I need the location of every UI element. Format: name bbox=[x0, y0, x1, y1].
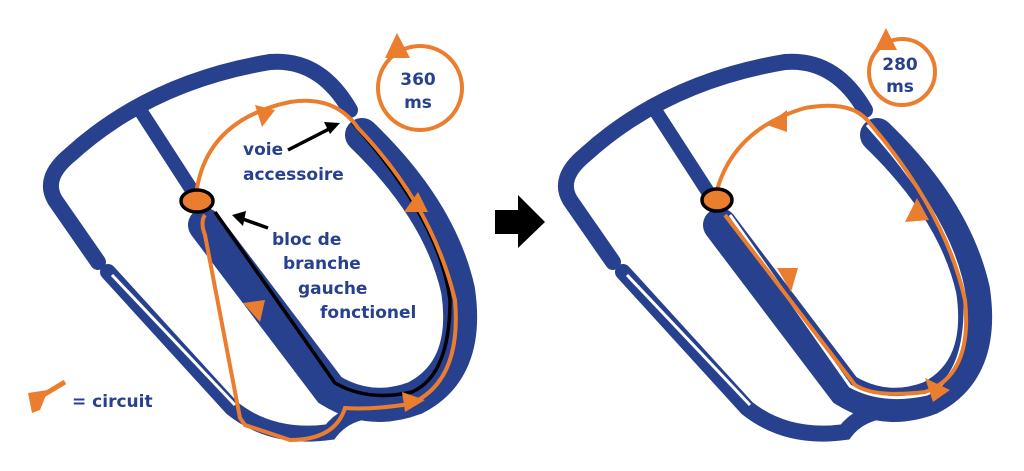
label-accessoire: accessoire bbox=[243, 165, 344, 185]
cycle-arrow-icon bbox=[875, 28, 897, 50]
cycle-circle bbox=[867, 37, 937, 107]
circuit-path bbox=[194, 98, 458, 443]
circuit-arrow bbox=[243, 300, 265, 322]
cycle-value: 280 bbox=[882, 55, 918, 75]
cycle-value: 360 bbox=[400, 70, 436, 90]
legend: = circuit bbox=[28, 379, 153, 413]
circuit-arrow bbox=[925, 378, 950, 402]
circuit-arrow bbox=[402, 392, 425, 412]
pointer-arrow-icon bbox=[287, 125, 334, 152]
circuit-arrow bbox=[905, 198, 929, 222]
circuit-arrow bbox=[777, 268, 798, 292]
right-arrow-icon bbox=[495, 195, 545, 248]
label-branche: branche bbox=[283, 254, 361, 274]
purkinje-right bbox=[110, 273, 237, 407]
cycle-arrow-icon bbox=[385, 33, 410, 58]
circuit-arrow bbox=[255, 105, 275, 127]
label-voie: voie bbox=[243, 140, 283, 160]
orange-arrowhead-icon bbox=[28, 390, 48, 413]
pointer-arrowhead-icon bbox=[324, 122, 340, 134]
circuit-arrow bbox=[404, 192, 428, 212]
cycle-unit: ms bbox=[404, 93, 432, 113]
cycle-unit: ms bbox=[886, 77, 914, 97]
circuit-path bbox=[713, 103, 969, 396]
label-fonctionel: fonctionel bbox=[320, 303, 416, 323]
label-gauche: gauche bbox=[298, 279, 367, 299]
legend-label: = circuit bbox=[72, 392, 153, 412]
av-node bbox=[700, 187, 734, 213]
circuit-arrow bbox=[767, 110, 787, 132]
pointer-arrowhead-icon bbox=[232, 211, 246, 226]
left-heart: 360 ms voie accessoire bloc de branche g… bbox=[51, 33, 462, 440]
right-heart: 280 ms bbox=[566, 28, 975, 434]
cycle-circle bbox=[376, 44, 464, 132]
label-bloc-de: bloc de bbox=[272, 230, 341, 250]
av-node bbox=[179, 188, 215, 214]
pointer-arrow-icon bbox=[239, 216, 269, 230]
